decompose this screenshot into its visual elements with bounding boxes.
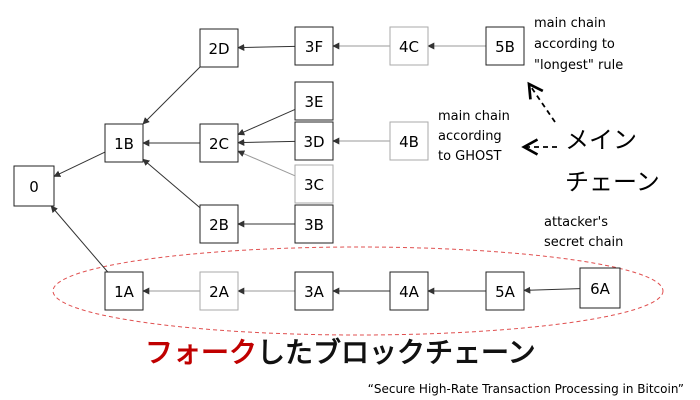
block-box [389, 271, 429, 311]
block-box [199, 123, 239, 163]
nodes-layer: 0 1B 2D 3F 4C 5B 3E 2C 3D 4B 3C 2B 3B 1A 2A 3A 4A 5A 6A [13, 26, 621, 311]
block-node-2a: 2A [199, 271, 239, 311]
block-node-3f: 3F [294, 26, 334, 66]
block-label: 1B [114, 135, 134, 153]
edge-3c-to-2c [237, 150, 296, 177]
annotation-ghost-line-2: according [438, 129, 502, 144]
block-box [389, 26, 429, 66]
annotation-ghost-line-1: main chain [438, 109, 510, 124]
block-node-6a: 6A [579, 267, 621, 309]
block-box [294, 81, 334, 121]
block-label: 6A [590, 280, 611, 298]
annotation-ghost-line-3: to GHOST [438, 149, 502, 164]
block-box [294, 204, 334, 244]
title-black-part: したブロックチェーン [257, 336, 536, 369]
title-red-part: フォーク [145, 336, 257, 369]
block-node-4a: 4A [389, 271, 429, 311]
block-label: 0 [29, 178, 39, 196]
annotation-longest-line-1: main chain [534, 16, 606, 31]
block-node-3e: 3E [294, 81, 334, 121]
block-node-5a: 5A [485, 271, 525, 311]
secret-chain-ellipse [52, 246, 664, 336]
annotation-attacker-line-1: attacker's [544, 215, 608, 230]
block-label: 4A [399, 283, 420, 301]
block-label: 3F [305, 38, 323, 56]
block-label: 3E [304, 93, 323, 111]
block-label: 1A [114, 283, 135, 301]
edge-3d-to-2c [237, 138, 296, 146]
block-node-4c: 4C [389, 26, 429, 66]
block-label: 2A [209, 283, 230, 301]
block-label: 4C [399, 38, 419, 56]
edge-2b-to-1b [142, 158, 201, 209]
block-box [294, 26, 334, 66]
block-node-3b: 3B [294, 204, 334, 244]
annotation-longest-line-2: according to [534, 37, 615, 52]
block-label: 2D [208, 40, 229, 58]
block-box [294, 271, 334, 311]
citation: “Secure High-Rate Transaction Processing… [368, 382, 684, 396]
annotation-longest-line-3: "longest" rule [534, 58, 623, 73]
block-label: 2C [209, 135, 229, 153]
block-label: 5B [495, 38, 515, 56]
block-label: 5A [495, 283, 516, 301]
block-label: 4B [399, 133, 419, 151]
block-box [199, 28, 239, 68]
block-node-1a: 1A [104, 271, 144, 311]
diagram-title: フォークしたブロックチェーン [145, 336, 536, 369]
block-box [579, 267, 621, 309]
block-node-3a: 3A [294, 271, 334, 311]
block-node-4b: 4B [389, 121, 429, 161]
block-node-1b: 1B [104, 123, 144, 163]
block-label: 3A [304, 283, 325, 301]
block-node-0: 0 [13, 165, 55, 207]
main-chain-jp-label: メイン チェーン [565, 126, 660, 196]
block-box [104, 271, 144, 311]
annotation-attacker-line-2: secret chain [544, 235, 623, 250]
edge-3f-to-2d [237, 43, 296, 51]
annotation-attacker-chain: attacker's secret chain [544, 215, 623, 250]
block-label: 2B [209, 216, 229, 234]
block-box [199, 271, 239, 311]
block-box [485, 26, 525, 66]
edge-2d-to-1b [142, 66, 201, 125]
block-box [104, 123, 144, 163]
block-box [13, 165, 55, 207]
block-node-3c: 3C [294, 164, 334, 204]
edge-3e-to-2c [237, 108, 296, 136]
block-label: 3C [304, 176, 324, 194]
block-box [294, 121, 334, 161]
block-node-3d: 3D [294, 121, 334, 161]
edge-6a-to-5a [523, 286, 581, 294]
annotation-longest-rule: main chain according to "longest" rule [534, 16, 623, 73]
edges-layer [50, 42, 581, 295]
annotation-ghost-rule: main chain according to GHOST [438, 109, 514, 164]
block-label: 3D [303, 133, 324, 151]
dashed-arrow-to-longest [527, 81, 556, 123]
block-box [485, 271, 525, 311]
block-node-2d: 2D [199, 28, 239, 68]
block-node-2b: 2B [199, 204, 239, 244]
block-node-2c: 2C [199, 123, 239, 163]
block-box [294, 164, 334, 204]
block-node-5b: 5B [485, 26, 525, 66]
block-label: 3B [304, 216, 324, 234]
main-chain-jp-line-1: メイン [565, 126, 637, 154]
main-chain-jp-line-2: チェーン [565, 168, 660, 196]
block-box [389, 121, 429, 161]
edge-1a-to-0 [50, 205, 109, 273]
edge-1b-to-0 [53, 151, 106, 177]
block-box [199, 204, 239, 244]
